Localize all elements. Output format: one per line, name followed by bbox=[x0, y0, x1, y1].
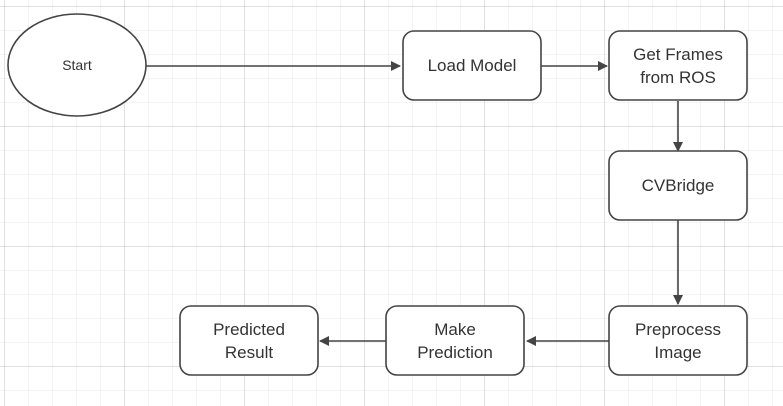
node-get-frames-shape[interactable] bbox=[608, 30, 748, 101]
node-predicted-result-shape[interactable] bbox=[179, 305, 319, 376]
node-load-model-shape[interactable] bbox=[402, 30, 542, 101]
node-preprocess-shape[interactable] bbox=[608, 305, 748, 376]
node-cvbridge-shape[interactable] bbox=[608, 150, 748, 221]
node-start-shape[interactable] bbox=[7, 13, 147, 117]
node-make-prediction-shape[interactable] bbox=[385, 305, 525, 376]
